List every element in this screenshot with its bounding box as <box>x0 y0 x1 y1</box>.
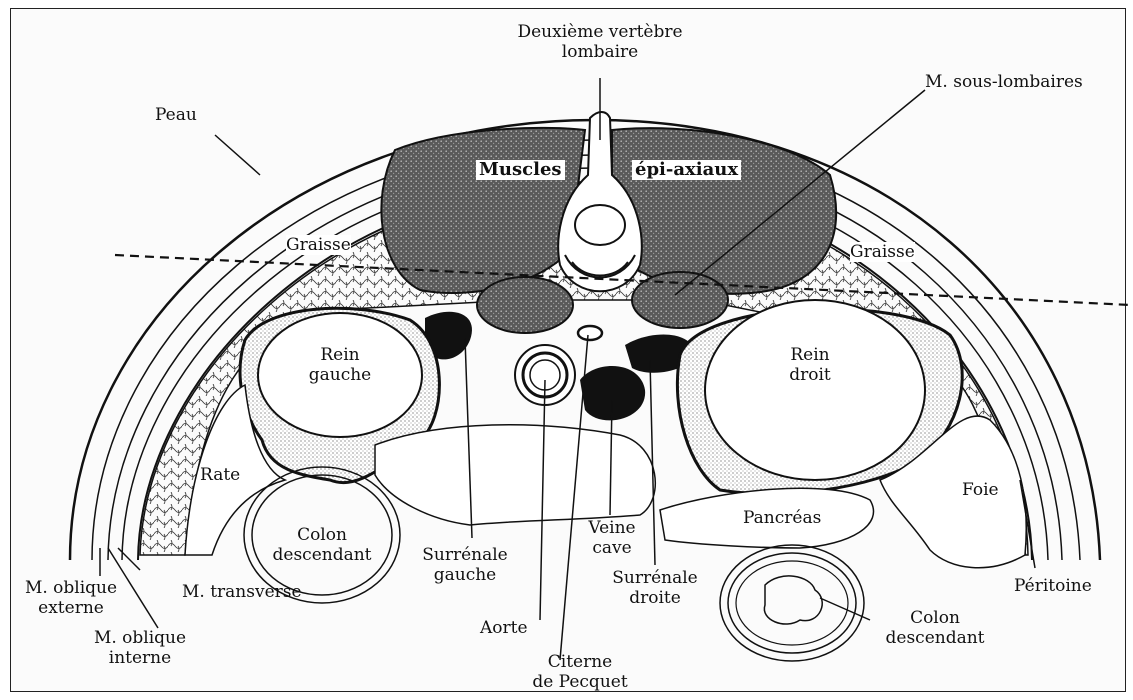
veine-cave-shape <box>580 366 645 420</box>
label-colon-left: Colon descendant <box>262 525 382 565</box>
label-vertebre-line2: lombaire <box>470 42 730 62</box>
label-rein-gauche: Rein gauche <box>280 345 400 385</box>
label-oblique-externe: M. oblique externe <box>16 578 126 618</box>
label-colon-right-line1: Colon <box>865 608 1005 628</box>
label-oblique-externe-line2: externe <box>16 598 126 618</box>
label-peau: Peau <box>155 105 197 125</box>
label-peritoine: Péritoine <box>1014 576 1092 596</box>
label-surrenale-gauche-line2: gauche <box>405 565 525 585</box>
label-surrenale-droite-line1: Surrénale <box>595 568 715 588</box>
label-veine-cave-line2: cave <box>572 538 652 558</box>
label-rein-gauche-line1: Rein <box>280 345 400 365</box>
muscle-right <box>612 128 836 294</box>
label-graisse-right: Graisse <box>850 242 915 262</box>
label-oblique-interne: M. oblique interne <box>70 628 210 668</box>
label-veine-cave-line1: Veine <box>572 518 652 538</box>
label-oblique-externe-line1: M. oblique <box>16 578 126 598</box>
label-surrenale-droite-line2: droite <box>595 588 715 608</box>
label-citerne: Citerne de Pecquet <box>520 652 640 692</box>
label-aorte: Aorte <box>480 618 528 638</box>
label-epi-axiaux: épi-axiaux <box>632 160 741 180</box>
psoas-left <box>477 277 573 333</box>
label-veine-cave: Veine cave <box>572 518 652 558</box>
label-colon-left-line1: Colon <box>262 525 382 545</box>
label-oblique-interne-line2: interne <box>70 648 210 668</box>
label-sous-lombaires: M. sous-lombaires <box>925 72 1083 92</box>
label-surrenale-droite: Surrénale droite <box>595 568 715 608</box>
colon-right-shape <box>720 545 864 661</box>
label-rate: Rate <box>200 465 240 485</box>
label-rein-droit-line1: Rein <box>750 345 870 365</box>
label-rein-droit-line2: droit <box>750 365 870 385</box>
label-citerne-line1: Citerne <box>520 652 640 672</box>
label-colon-right-line2: descendant <box>865 628 1005 648</box>
label-vertebre: Deuxième vertèbre lombaire <box>470 22 730 62</box>
label-colon-right: Colon descendant <box>865 608 1005 648</box>
intestine-shape <box>375 425 655 525</box>
label-muscles: Muscles <box>476 160 565 180</box>
label-colon-left-line2: descendant <box>262 545 382 565</box>
citerne-shape <box>578 326 602 340</box>
label-graisse-left: Graisse <box>286 235 351 255</box>
rein-droit-shape <box>705 300 925 480</box>
label-surrenale-gauche-line1: Surrénale <box>405 545 525 565</box>
label-pancreas: Pancréas <box>743 508 821 528</box>
label-vertebre-line1: Deuxième vertèbre <box>470 22 730 42</box>
label-surrenale-gauche: Surrénale gauche <box>405 545 525 585</box>
label-foie: Foie <box>962 480 999 500</box>
label-rein-droit: Rein droit <box>750 345 870 385</box>
label-oblique-interne-line1: M. oblique <box>70 628 210 648</box>
label-rein-gauche-line2: gauche <box>280 365 400 385</box>
label-transverse: M. transverse <box>182 582 302 602</box>
label-citerne-line2: de Pecquet <box>520 672 640 692</box>
